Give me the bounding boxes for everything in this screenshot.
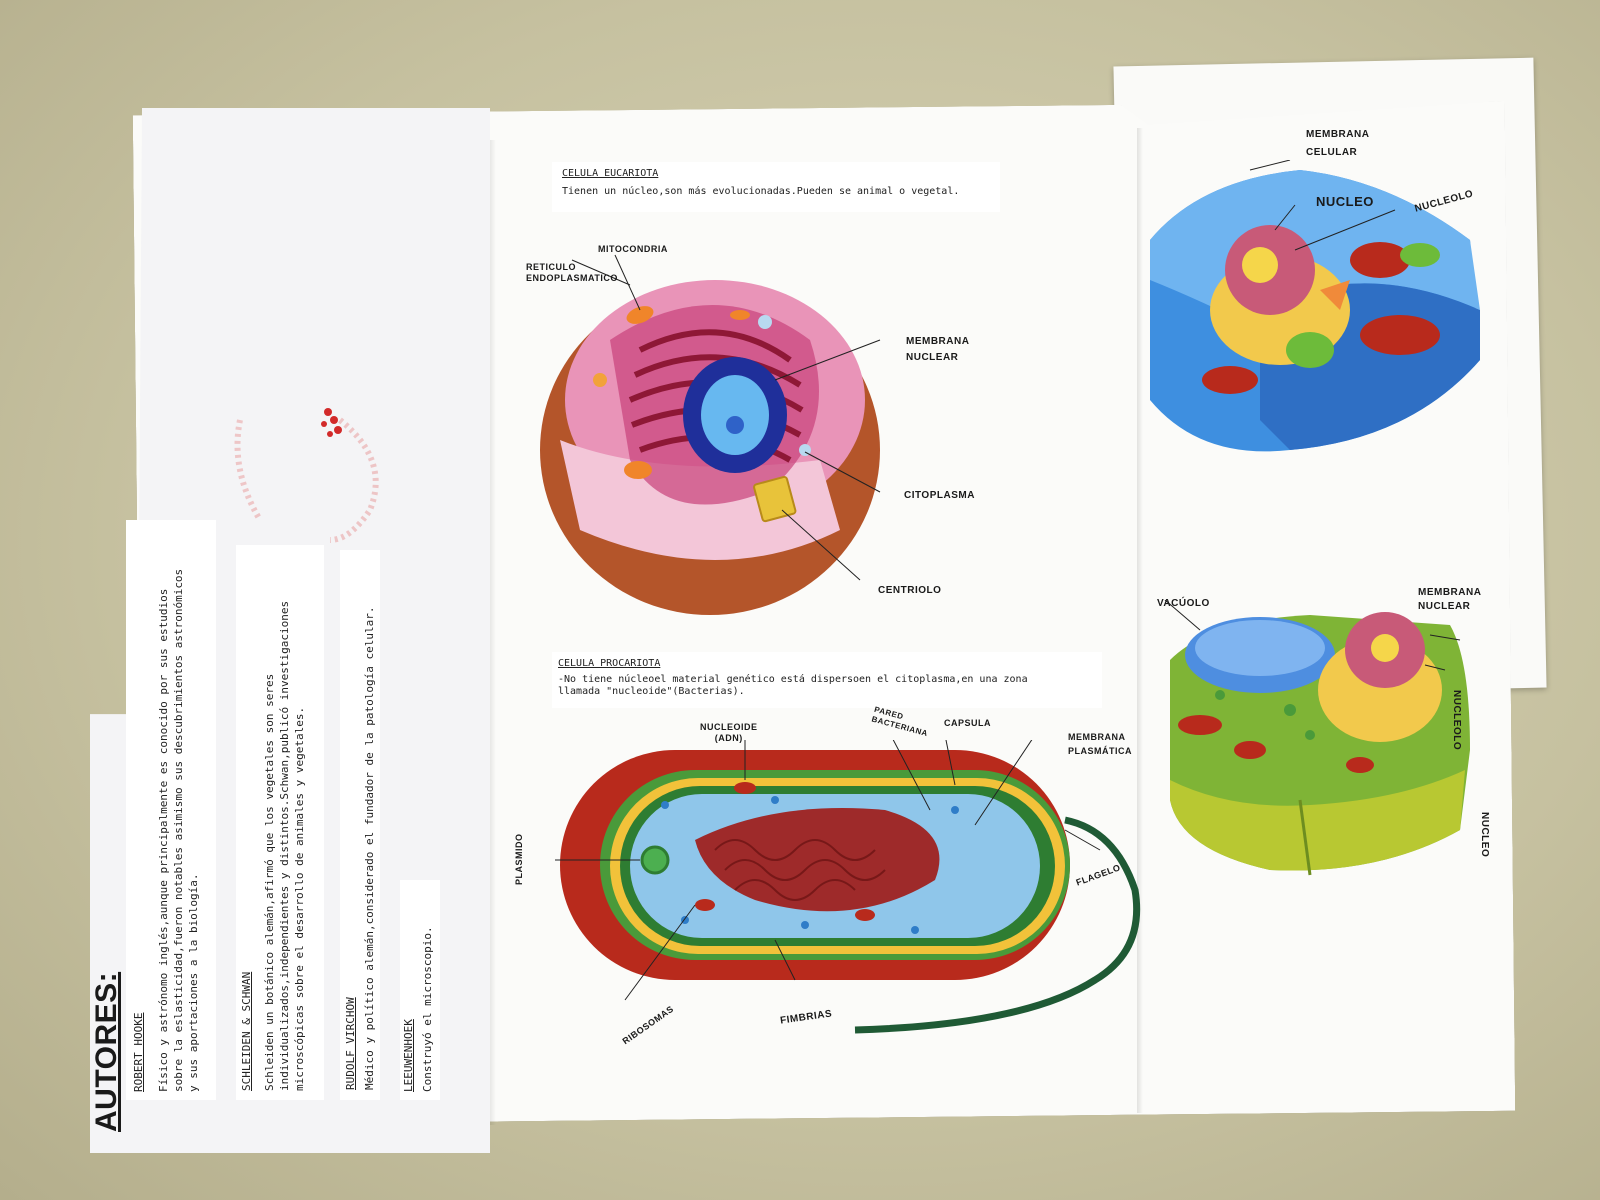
label-nucleo-animal: NUCLEO	[1316, 194, 1374, 209]
author-name: LEEUWENHOEK	[402, 1019, 415, 1092]
label-mitocondria: MITOCONDRIA	[598, 244, 668, 254]
label-membrana-celular: MEMBRANA CELULAR	[1306, 126, 1369, 162]
prokaryote-text-strip: CELULA PROCARIOTA -No tiene núcleoel mat…	[552, 652, 1102, 708]
label-citoplasma: CITOPLASMA	[904, 490, 975, 501]
eukaryote-text-strip: CELULA EUCARIOTA Tienen un núcleo,son má…	[552, 162, 1000, 212]
label-nucleoide-line2: (ADN)	[714, 733, 743, 743]
author-name: RUDOLF VIRCHOW	[344, 997, 357, 1090]
label-membrana-nuclear: MEMBRANA NUCLEAR	[906, 334, 969, 366]
author-entry-leeuwenhoek: LEEUWENHOEK Construyó el microscopio.	[400, 880, 440, 1100]
label-centriolo: CENTRIOLO	[878, 585, 942, 596]
author-name: SCHLEIDEN & SCHWAN	[240, 971, 253, 1091]
prokaryote-cell-illustration	[555, 740, 1141, 1034]
prokaryote-title: CELULA PROCARIOTA	[558, 658, 661, 669]
label-reticulo: RETICULO ENDOPLASMATICO	[526, 262, 618, 284]
plant-cell-illustration	[1164, 600, 1470, 876]
prokaryote-description: -No tiene núcleoel material genético est…	[558, 674, 1028, 697]
stain-marks	[234, 408, 379, 543]
author-text: Construyó el microscopio.	[421, 926, 434, 1092]
author-entry-schleiden: SCHLEIDEN & SCHWAN Schleiden un botánico…	[236, 545, 324, 1100]
author-text: Físico y astrónomo inglés,aunque princip…	[157, 568, 200, 1092]
author-text: Médico y político alemán,considerado el …	[363, 606, 376, 1090]
label-nucleoide-line1: NUCLEOIDE	[700, 722, 758, 732]
label-membrana-plasmatica-line2: PLASMÁTICA	[1068, 746, 1132, 756]
label-reticulo-line1: RETICULO	[526, 262, 576, 272]
label-membrana-line2: NUCLEAR	[906, 352, 959, 363]
label-membrana-nuclear-plant: MEMBRANA NUCLEAR	[1418, 586, 1481, 614]
label-membrana-plasmatica-line1: MEMBRANA	[1068, 732, 1126, 742]
author-entry-hooke: ROBERT HOOKE Físico y astrónomo inglés,a…	[126, 520, 216, 1100]
author-entry-virchow: RUDOLF VIRCHOW Médico y político alemán,…	[340, 550, 380, 1100]
fold-line-1	[490, 140, 496, 1125]
label-membrana-nuclear-plant-line1: MEMBRANA	[1418, 587, 1482, 598]
authors-heading: AUTORES:	[90, 971, 123, 1132]
label-nucleolo-plant: NUCLEOLO	[1451, 690, 1462, 751]
label-capsula: CAPSULA	[944, 718, 992, 728]
label-nucleo-plant: NUCLEO	[1479, 812, 1490, 858]
label-reticulo-line2: ENDOPLASMATICO	[526, 273, 618, 283]
animal-cell-illustration	[1150, 160, 1480, 452]
label-membrana-line1: MEMBRANA	[906, 336, 970, 347]
label-membrana-nuclear-plant-line2: NUCLEAR	[1418, 601, 1471, 612]
eukaryote-cell-illustration	[540, 254, 881, 615]
authors-heading-strip: AUTORES:	[86, 960, 130, 1140]
author-text: Schleiden un botánico alemán,afirmó que …	[263, 600, 306, 1091]
eukaryote-description: Tienen un núcleo,son más evolucionadas.P…	[562, 186, 960, 197]
label-plasmido: PLASMIDO	[514, 833, 524, 885]
label-nucleoide: NUCLEOIDE (ADN)	[700, 722, 758, 744]
label-membrana-celular-line2: CELULAR	[1306, 147, 1358, 158]
fold-line-2	[1137, 128, 1143, 1113]
label-vacuolo: VACÚOLO	[1157, 598, 1210, 609]
label-membrana-plasmatica: MEMBRANA PLASMÁTICA	[1068, 730, 1132, 758]
eukaryote-title: CELULA EUCARIOTA	[562, 168, 659, 179]
author-name: ROBERT HOOKE	[132, 1012, 145, 1092]
label-membrana-celular-line1: MEMBRANA	[1306, 129, 1370, 140]
